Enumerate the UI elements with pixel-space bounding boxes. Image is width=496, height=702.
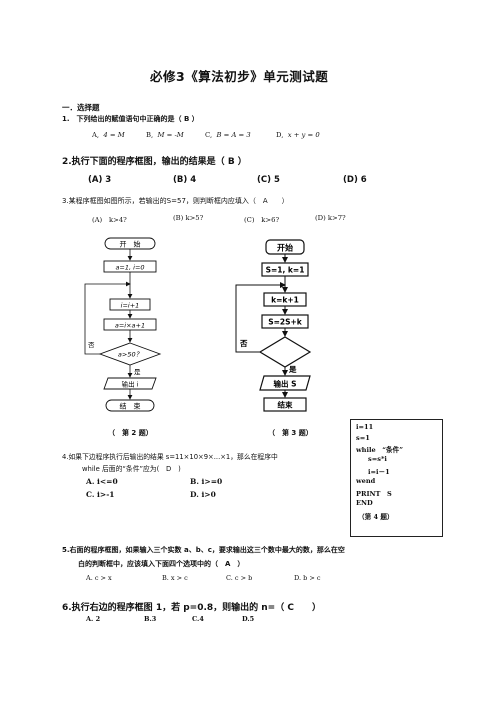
q6-stem: 6.执行右边的程序框图 1，若 p=0.8，则输出的 n=（ C ） xyxy=(62,603,321,613)
q5-option-b: B. x > c xyxy=(162,574,188,582)
q1-stem: 1. 下列给出的赋值语句中正确的是（ B ） xyxy=(62,115,199,123)
q6-option-c: C.4 xyxy=(192,615,204,623)
q6-option-b: B.3 xyxy=(144,615,157,623)
output-box xyxy=(259,375,311,391)
no-label: 否 xyxy=(88,341,95,349)
code-line: while “条件” xyxy=(356,446,404,454)
q6-option-a: A. 2 xyxy=(86,615,101,623)
assign-label: a=i×a+1 xyxy=(115,322,145,330)
page-title: 必修3《算法初步》单元测试题 xyxy=(150,69,329,84)
code-caption: （第 4 题） xyxy=(358,513,394,521)
q3-option-c: (C) k>6? xyxy=(244,216,280,224)
end-label: 结 束 xyxy=(120,402,141,411)
yes-label: 是 xyxy=(134,368,141,376)
q4-option-a: A. i<=0 xyxy=(86,477,118,486)
code-line: wend xyxy=(356,477,376,485)
init-label: a=1, i=0 xyxy=(115,264,144,272)
code-line: PRINT S xyxy=(356,490,392,498)
q5-stem-line1: 5.右面的程序框图，如果输入三个实数 a、b、c，要求输出这三个数中最大的数，那… xyxy=(62,546,345,554)
init-label: S=1, k=1 xyxy=(266,266,305,275)
q4-stem-line1: 4.如果下边程序执行后输出的结果 s=11×10×9×...×1，那么在程序中 xyxy=(62,453,278,461)
q2-option-d: (D) 6 xyxy=(343,175,367,185)
flowchart-q2: 开 始 a=1, i=0 i=i+1 a=i×a+1 a>50？ 否 是 输出 … xyxy=(84,237,162,412)
end-terminal xyxy=(263,397,307,412)
code-line: END xyxy=(356,499,373,507)
end-terminal xyxy=(105,399,155,412)
output-box xyxy=(103,377,157,390)
section-heading: 一．选择题 xyxy=(62,103,100,112)
q5-option-a: A. c > x xyxy=(86,574,112,582)
no-label: 否 xyxy=(239,339,248,348)
figure2-caption: （ 第 2 题） xyxy=(108,429,153,437)
q2-stem: 2.执行下面的程序框图，输出的结果是（ B ） xyxy=(62,157,247,167)
increment-label: i=i+1 xyxy=(121,302,140,310)
q5-option-c: C. c > b xyxy=(226,574,253,582)
q2-option-b: (B) 4 xyxy=(173,175,197,185)
q3-option-a: (A) k>4? xyxy=(92,216,127,224)
q4-option-d: D. i>0 xyxy=(190,490,216,499)
q5-option-d: D. b > c xyxy=(294,574,321,582)
q6-option-d: D.5 xyxy=(242,615,255,623)
end-label: 结束 xyxy=(278,400,293,410)
code-line: s=s*i xyxy=(368,455,387,463)
q1-option-b: B, M = -M xyxy=(146,131,184,139)
output-label: 输出 i xyxy=(122,380,139,389)
assign-label: S=2S+k xyxy=(268,318,303,327)
q4-option-b: B. i>=0 xyxy=(190,477,223,486)
q1-option-d: D, x + y = 0 xyxy=(276,131,320,139)
q3-option-b: (B) k>5? xyxy=(173,214,204,222)
increment-label: k=k+1 xyxy=(271,296,299,305)
start-label: 开 始 xyxy=(120,240,141,249)
output-label: 输出 S xyxy=(273,379,296,389)
start-label: 开始 xyxy=(277,243,293,253)
code-line: i=11 xyxy=(356,423,374,431)
yes-label: 是 xyxy=(288,364,297,374)
q4-option-c: C. i>-1 xyxy=(86,490,115,499)
q4-stem-line2: while 后面的“条件”应为( D ) xyxy=(82,465,181,473)
q5-stem-line2: 白的判断框中，应该填入下面四个选项中的（ A ） xyxy=(78,560,245,568)
q1-option-a: A, 4 = M xyxy=(92,131,125,139)
decision-label: a>50？ xyxy=(118,351,142,359)
flowchart-q3: 开始 S=1, k=1 k=k+1 S=2S+k 否 是 输出 S 结束 xyxy=(235,239,312,412)
decision-diamond xyxy=(258,336,312,368)
q1-option-c: C, B = A = 3 xyxy=(205,131,251,139)
figure3-caption: （ 第 3 题） xyxy=(268,429,313,437)
program-code-box: i=11 s=1 while “条件” s=s*i i=i－1 wend PRI… xyxy=(350,419,443,537)
q2-option-c: (C) 5 xyxy=(257,175,280,185)
q2-option-a: (A) 3 xyxy=(88,175,112,185)
code-line: i=i－1 xyxy=(368,468,390,476)
code-line: s=1 xyxy=(356,434,370,442)
q3-stem: 3.某程序框图如图所示，若输出的S=57，则判断框内应填入（ A ） xyxy=(62,197,289,205)
q3-option-d: (D) k>7? xyxy=(315,214,346,222)
